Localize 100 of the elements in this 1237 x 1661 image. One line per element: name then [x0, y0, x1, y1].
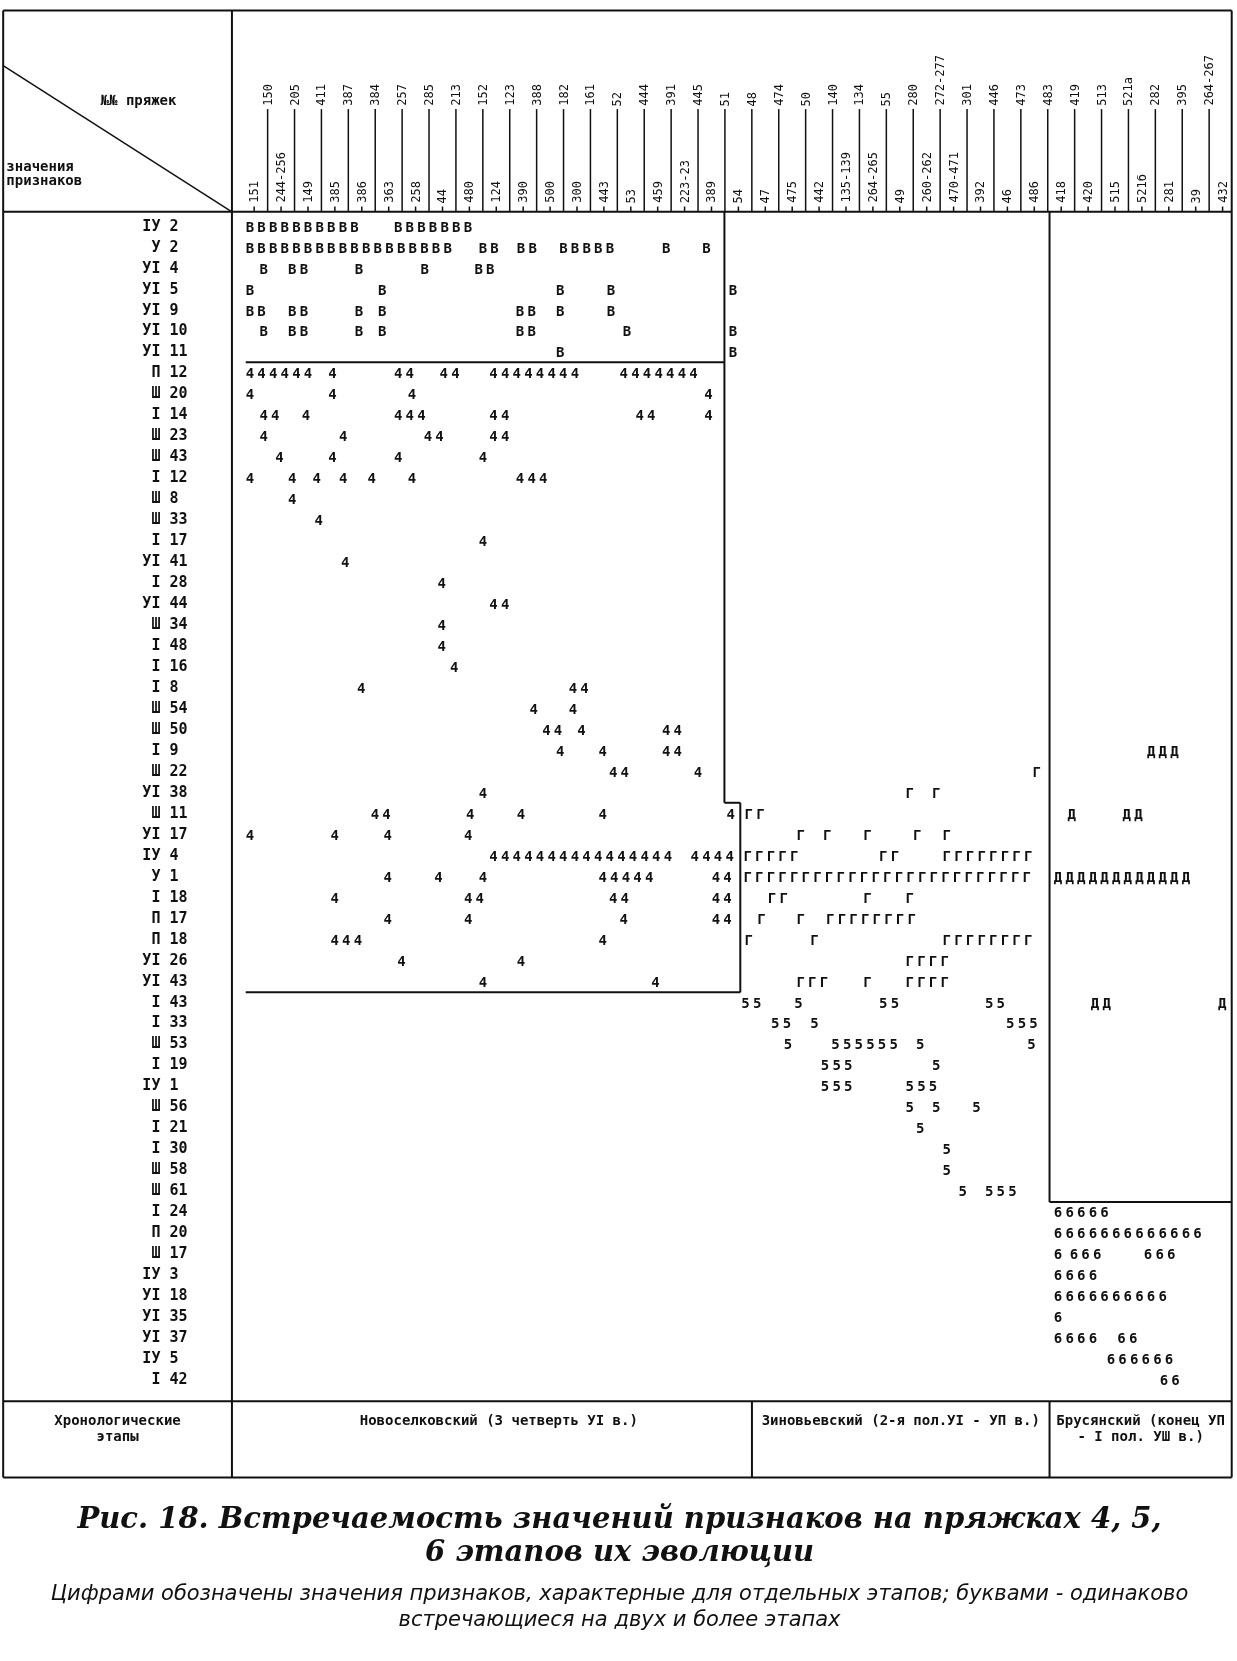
matrix-mark: В [606, 282, 619, 297]
matrix-mark: 4 [478, 869, 491, 884]
row-label: Ш 43 [151, 449, 188, 465]
row-label: Ш 54 [151, 700, 188, 716]
matrix-mark: 4 [301, 408, 314, 423]
matrix-mark: ВВВВВВВВВВВВВВВВВВ [245, 240, 456, 255]
matrix-mark: Д [1217, 995, 1230, 1010]
matrix-mark: 44444444 [489, 366, 583, 381]
row-label: Ш 17 [151, 1246, 188, 1262]
row-label: I 33 [151, 1015, 188, 1031]
figure-title: Рис. 18. Встречаемость значений признаков на пряжках 4, 5, 6 этапов их эволюции [76, 1501, 1163, 1569]
matrix-mark: Г [1032, 764, 1045, 779]
row-label: У 2 [151, 239, 179, 255]
matrix-mark: 4 [516, 953, 529, 968]
matrix-mark: ДД [1122, 806, 1146, 821]
row-label: Ш 20 [151, 386, 188, 402]
buckle-number: 390 [517, 181, 530, 203]
matrix-mark: 444 [393, 408, 429, 423]
buckle-number: 418 [1055, 181, 1068, 203]
matrix-mark: 55 [984, 995, 1009, 1010]
buckle-number: 44 [436, 189, 449, 204]
matrix-mark: 44 [423, 429, 447, 444]
buckle-number: 411 [315, 83, 328, 106]
row-label: П 17 [151, 910, 188, 926]
matrix-mark: 5 [794, 995, 806, 1010]
matrix-mark: 66666 [1053, 1205, 1112, 1220]
matrix-mark: Д [1067, 806, 1080, 821]
matrix-mark: 44 [711, 911, 735, 926]
axis-heading: №№ пряжек [100, 93, 177, 108]
matrix-mark: 4 [450, 660, 462, 674]
matrix-mark: ВВ [515, 324, 540, 339]
matrix-mark: 6666 [1053, 1268, 1101, 1283]
buckle-number: 521б [1135, 174, 1148, 204]
matrix-mark: 4 [434, 869, 446, 884]
matrix-mark: 4 [259, 429, 272, 444]
buckle-number: 395 [1176, 83, 1189, 106]
matrix-mark: 4 [619, 911, 632, 926]
stage-label: Зиновьевский (2-я пол.УI - УП в.) [760, 1411, 1041, 1428]
buckle-number: 264-267 [1203, 54, 1216, 106]
matrix-mark: ГГГГГГГГГГГГГГГГГГГГГГГГГ [743, 869, 1035, 884]
matrix-mark: 4 [463, 911, 476, 926]
matrix-mark: 5 [783, 1037, 796, 1052]
matrix-mark: 4 [245, 827, 258, 842]
buckle-number: 419 [1068, 83, 1081, 106]
row-label: П 12 [151, 365, 188, 381]
matrix-mark: В [420, 261, 433, 276]
matrix-mark: 44 [489, 597, 513, 612]
matrix-mark: 44 [568, 680, 592, 695]
matrix-mark: 444444 [245, 366, 316, 381]
buckle-number: 54 [732, 189, 745, 204]
matrix-mark: 6666 [1053, 1331, 1101, 1346]
matrix-mark: 66 [1117, 1331, 1141, 1346]
row-label: УI 9 [142, 302, 179, 318]
matrix-mark: 6 [1053, 1310, 1066, 1325]
matrix-mark: 4 [598, 743, 610, 758]
buckle-number: 53 [624, 189, 637, 204]
axis-heading: значения признаков [6, 158, 84, 187]
buckle-number: 432 [1216, 181, 1229, 203]
matrix-mark: 5 [958, 1184, 971, 1199]
matrix-mark: ГГГ [796, 974, 832, 989]
matrix-mark: 4 [314, 513, 327, 528]
matrix-mark: Г [796, 827, 809, 842]
matrix-mark: 44 [711, 890, 735, 905]
matrix-mark: 4 [330, 827, 343, 842]
buckle-number: 486 [1028, 181, 1041, 203]
matrix-mark: 44 [439, 366, 463, 381]
buckle-number: 152 [476, 83, 489, 106]
matrix-mark: 4 [383, 827, 395, 842]
matrix-mark: ВВ [474, 261, 498, 276]
row-label: УI 35 [142, 1309, 188, 1325]
matrix-mark: 44 [393, 366, 418, 381]
matrix-mark: 444 [330, 932, 366, 947]
matrix-mark: ГГГГГГГГ [826, 911, 920, 926]
matrix-mark: Г [905, 890, 918, 905]
matrix-mark: 4 [330, 890, 343, 905]
row-label: Ш 58 [151, 1162, 188, 1178]
matrix-mark: В [556, 345, 568, 360]
row-label: УI 37 [142, 1330, 188, 1346]
matrix-mark: 4 [568, 701, 581, 716]
buckle-number: 124 [490, 181, 503, 203]
matrix-mark: 4 [328, 387, 340, 402]
row-label: I 8 [151, 679, 179, 695]
buckle-number: 470-471 [947, 152, 960, 203]
row-label: I 19 [151, 1057, 188, 1073]
matrix-mark: 6 [1053, 1247, 1066, 1262]
buckle-number: 281 [1162, 181, 1175, 203]
matrix-mark: ГГГГ [905, 974, 952, 989]
matrix-mark: 4 [478, 450, 491, 465]
matrix-mark: В [556, 303, 568, 318]
buckle-number: 483 [1041, 83, 1054, 106]
matrix-mark: Г [796, 911, 809, 926]
buckle-number: 151 [248, 181, 261, 203]
buckle-number: 134 [853, 83, 866, 106]
matrix-mark: 4 [437, 639, 450, 654]
row-label: I 9 [151, 742, 179, 758]
buckle-number: 442 [813, 181, 826, 203]
buckle-number: 161 [584, 83, 597, 106]
matrix-mark: 4 [288, 492, 300, 507]
buckle-number: 123 [503, 83, 516, 106]
matrix-mark: 4 [275, 450, 287, 465]
